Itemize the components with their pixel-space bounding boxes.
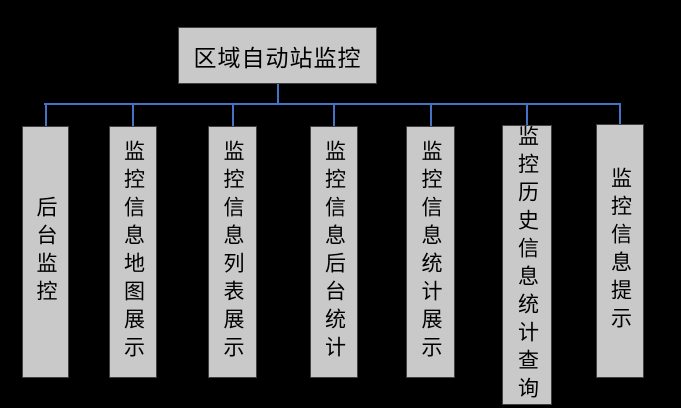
child-node-info-backend-statistics: 监控信息后台统计: [310, 126, 358, 378]
connector-drop-2: [131, 103, 134, 126]
connector-drop-5: [430, 103, 432, 126]
connector-drop-3: [231, 103, 234, 126]
child-node-backend-monitoring: 后台监控: [22, 126, 69, 378]
root-node: 区域自动站监控: [178, 27, 377, 84]
child-node-label: 监控历史信息统计查询: [515, 125, 540, 405]
child-node-label: 监控信息后台统计: [322, 140, 347, 364]
child-node-label: 监控信息统计展示: [419, 140, 443, 364]
connector-horizontal-bus: [44, 103, 621, 105]
connector-drop-1: [44, 103, 47, 126]
child-node-info-statistics-display: 监控信息统计展示: [406, 126, 455, 378]
child-node-label: 后台监控: [34, 196, 58, 308]
child-node-info-list-display: 监控信息列表展示: [208, 126, 257, 378]
root-node-label: 区域自动站监控: [193, 45, 362, 71]
child-node-info-alerts: 监控信息提示: [596, 124, 644, 378]
child-node-label: 监控信息地图展示: [121, 140, 146, 364]
connector-drop-7: [619, 103, 621, 125]
child-node-info-map-display: 监控信息地图展示: [109, 126, 157, 378]
connector-drop-6: [525, 103, 528, 125]
child-node-label: 监控信息列表展示: [221, 140, 245, 364]
child-node-history-statistics-query: 监控历史信息统计查询: [502, 125, 552, 405]
connector-drop-4: [333, 103, 335, 126]
child-node-label: 监控信息提示: [608, 167, 633, 335]
connector-root-stem: [276, 84, 279, 104]
